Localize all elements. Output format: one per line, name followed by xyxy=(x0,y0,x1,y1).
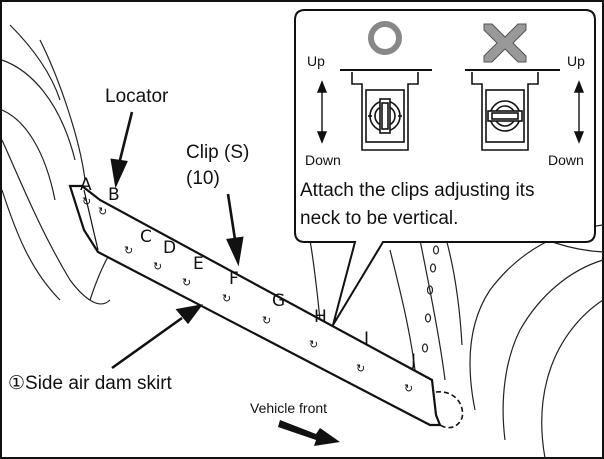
clip-mark-h: ↻ xyxy=(309,338,318,351)
leader-arrows xyxy=(110,111,244,370)
clip-letter-d: D xyxy=(163,238,176,258)
clip-letter-b: B xyxy=(108,185,120,205)
clip-arrow-head xyxy=(226,236,244,267)
up-label-right: Up xyxy=(567,53,585,69)
clip-letter-e: E xyxy=(193,254,204,274)
clip-letter-g: G xyxy=(272,291,285,311)
fender-holes xyxy=(421,245,440,353)
front-wheel-outline xyxy=(1,24,121,305)
clip-label-line2: (10) xyxy=(186,168,220,189)
part-arrow-head xyxy=(175,304,204,325)
clip-mark-i: ↻ xyxy=(356,362,365,375)
clip-incorrect-illustration xyxy=(471,72,539,151)
instruction-line1: Attach the clips adjusting its xyxy=(300,180,534,201)
clip-letter-h: H xyxy=(314,307,327,327)
down-label-left: Down xyxy=(305,152,341,168)
side-air-dam-skirt xyxy=(68,184,442,427)
clip-letter-i: I xyxy=(364,329,369,349)
clip-mark-f: ↻ xyxy=(222,292,231,305)
clip-mark-d: ↻ xyxy=(153,260,162,273)
clip-letter-c: C xyxy=(140,227,152,247)
locator-arrow-line xyxy=(116,111,134,169)
clip-label-line1: Clip (S) xyxy=(186,142,249,163)
down-label-right: Down xyxy=(548,152,584,168)
locator-label: Locator xyxy=(105,86,169,107)
clip-point-letters: A B C D E F G H I J xyxy=(80,175,416,371)
clip-mark-e: ↻ xyxy=(182,276,191,289)
cross-ng-icon xyxy=(483,23,527,63)
clip-letter-j: J xyxy=(410,351,416,371)
vehicle-front-label: Vehicle front xyxy=(250,400,327,416)
clip-letter-f: F xyxy=(229,269,239,289)
skirt-inner-edge xyxy=(83,189,99,251)
skirt-dashed-end xyxy=(435,391,464,429)
part-name-label: ①Side air dam skirt xyxy=(8,373,173,394)
clip-arrow-line xyxy=(226,193,238,247)
locator-arrow-head xyxy=(110,158,128,189)
instruction-line2: neck to be vertical. xyxy=(300,208,458,229)
up-down-arrow-right xyxy=(573,80,585,144)
circle-ok-icon xyxy=(368,21,402,55)
vehicle-front-arrow xyxy=(278,420,340,446)
up-label-left: Up xyxy=(307,53,325,69)
part-arrow-line xyxy=(111,316,183,370)
clip-marks: ↻ ↻ ↻ ↻ ↻ ↻ ↻ ↻ ↻ ↻ xyxy=(82,195,413,395)
clip-mark-a: ↻ xyxy=(82,195,91,208)
clip-mark-b: ↻ xyxy=(98,205,107,218)
up-down-arrow-left xyxy=(316,80,328,144)
clip-mark-c: ↻ xyxy=(124,244,133,257)
clip-letter-a: A xyxy=(80,175,92,195)
clip-mark-g: ↻ xyxy=(262,314,271,327)
clip-mark-j: ↻ xyxy=(404,382,413,395)
clip-correct-illustration xyxy=(351,72,419,151)
callout-balloon xyxy=(294,9,596,326)
